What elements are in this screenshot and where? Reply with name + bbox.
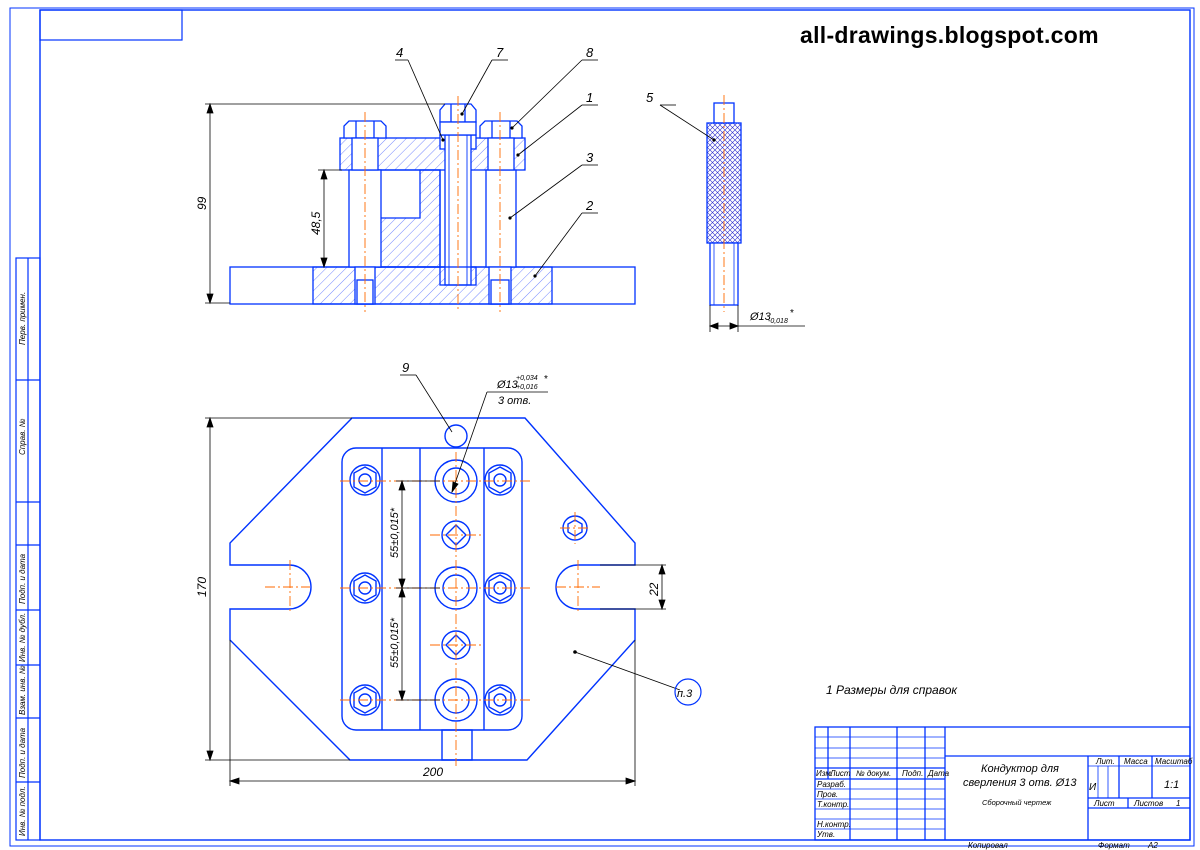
tb-doc-type: Сборочный чертеж	[982, 798, 1052, 807]
dimension-height-column: 48,5	[309, 211, 323, 235]
stamp-label: Справ. №	[18, 418, 27, 455]
balloon-2: 2	[585, 198, 594, 213]
dimension-bore-diameter: Ø13	[496, 379, 519, 391]
tb-sheets-label: Листов	[1133, 799, 1163, 808]
pin-dimension	[659, 104, 805, 332]
tb-lit-label: Лит.	[1095, 757, 1115, 766]
tb-format-label: Формат	[1098, 841, 1130, 850]
balloon-8: 8	[586, 45, 594, 60]
tb-row-utv: Утв.	[816, 830, 835, 839]
dimension-bore-star: *	[544, 374, 548, 385]
dimension-bore-tol-upper: +0,034	[516, 375, 538, 382]
tb-col-sign: Подп.	[902, 769, 923, 778]
tb-lit-value: И	[1089, 782, 1097, 793]
front-view-axes	[364, 96, 501, 312]
tb-row-tkontr: Т.контр.	[817, 800, 849, 809]
tb-col-date: Дата	[927, 769, 950, 778]
dimension-length-plan: 200	[422, 765, 443, 779]
front-view-leader-dots	[441, 112, 537, 278]
tb-sheets-value: 1	[1176, 799, 1180, 808]
tb-row-razrab: Разраб.	[817, 780, 846, 789]
dimension-pin-tolerance: -0,018	[768, 318, 788, 325]
dimension-height-total: 99	[195, 196, 209, 210]
tb-col-doc: № докум.	[856, 769, 891, 778]
balloon-9: 9	[402, 360, 409, 375]
tb-sheet-label: Лист	[1093, 799, 1115, 808]
front-view-dimensions	[205, 102, 445, 305]
tb-col-list: Лист	[829, 769, 851, 778]
plan-leader-dot	[573, 650, 577, 654]
balloon-3: 3	[586, 150, 594, 165]
dimension-width-plan: 170	[195, 577, 209, 597]
balloon-p3: п.3	[677, 688, 693, 700]
front-view-leaders	[395, 59, 598, 277]
plan-view	[229, 417, 636, 761]
tb-scale-value: 1:1	[1164, 779, 1179, 791]
side-stamp-labels: Перв. примен. Справ. № Подп. и дата Инв.…	[18, 292, 27, 836]
balloon-4: 4	[396, 45, 403, 60]
dimension-pin-diameter: Ø13	[749, 311, 772, 323]
stamp-label: Инв. № подл.	[18, 786, 27, 836]
title-block-text: Изм. Лист № докум. Подп. Дата Разраб. Пр…	[816, 757, 1193, 850]
front-view	[229, 103, 636, 305]
stamp-label: Подп. и дата	[18, 727, 27, 778]
balloon-circle-p3	[674, 678, 702, 706]
stamp-label: Подп. и дата	[18, 553, 27, 604]
watermark: all-drawings.blogspot.com	[800, 22, 1099, 48]
reference-note: 1 Размеры для справок	[826, 683, 958, 697]
title-block	[814, 726, 1191, 841]
tb-col-izm: Изм.	[816, 769, 833, 778]
plan-view-dimensions	[205, 374, 681, 786]
balloon-5: 5	[646, 90, 654, 105]
dimension-pin-star: *	[790, 308, 794, 319]
stamp-label: Взам. инв. №	[18, 665, 27, 715]
pin-leader-dot	[712, 138, 716, 142]
dimension-pitch-2: 55±0,015*	[389, 617, 401, 668]
sheet-frame	[9, 7, 1195, 847]
tb-row-prov: Пров.	[817, 790, 838, 799]
stamp-label: Инв. № дубл.	[18, 613, 27, 662]
tb-row-nkontr: Н.контр.	[817, 820, 851, 829]
dimension-bore-tol-lower: +0,016	[516, 384, 538, 391]
tb-title-line1: Кондуктор для	[981, 763, 1059, 775]
dimension-pitch-1: 55±0,015*	[389, 507, 401, 558]
balloon-7: 7	[496, 45, 504, 60]
dimension-bore-count: 3 отв.	[498, 395, 531, 407]
balloon-1: 1	[586, 90, 593, 105]
tb-scale-label: Масштаб	[1155, 757, 1193, 766]
tb-title-line2: сверления 3 отв. Ø13	[963, 777, 1077, 789]
stamp-label: Перв. примен.	[18, 292, 27, 345]
tb-format-value: А2	[1147, 841, 1158, 850]
plan-view-axes	[265, 452, 600, 766]
side-stamp	[15, 257, 41, 841]
tb-mass-label: Масса	[1124, 757, 1148, 766]
dimension-slot-width: 22	[647, 582, 661, 597]
tb-copied: Копировал	[968, 841, 1008, 850]
